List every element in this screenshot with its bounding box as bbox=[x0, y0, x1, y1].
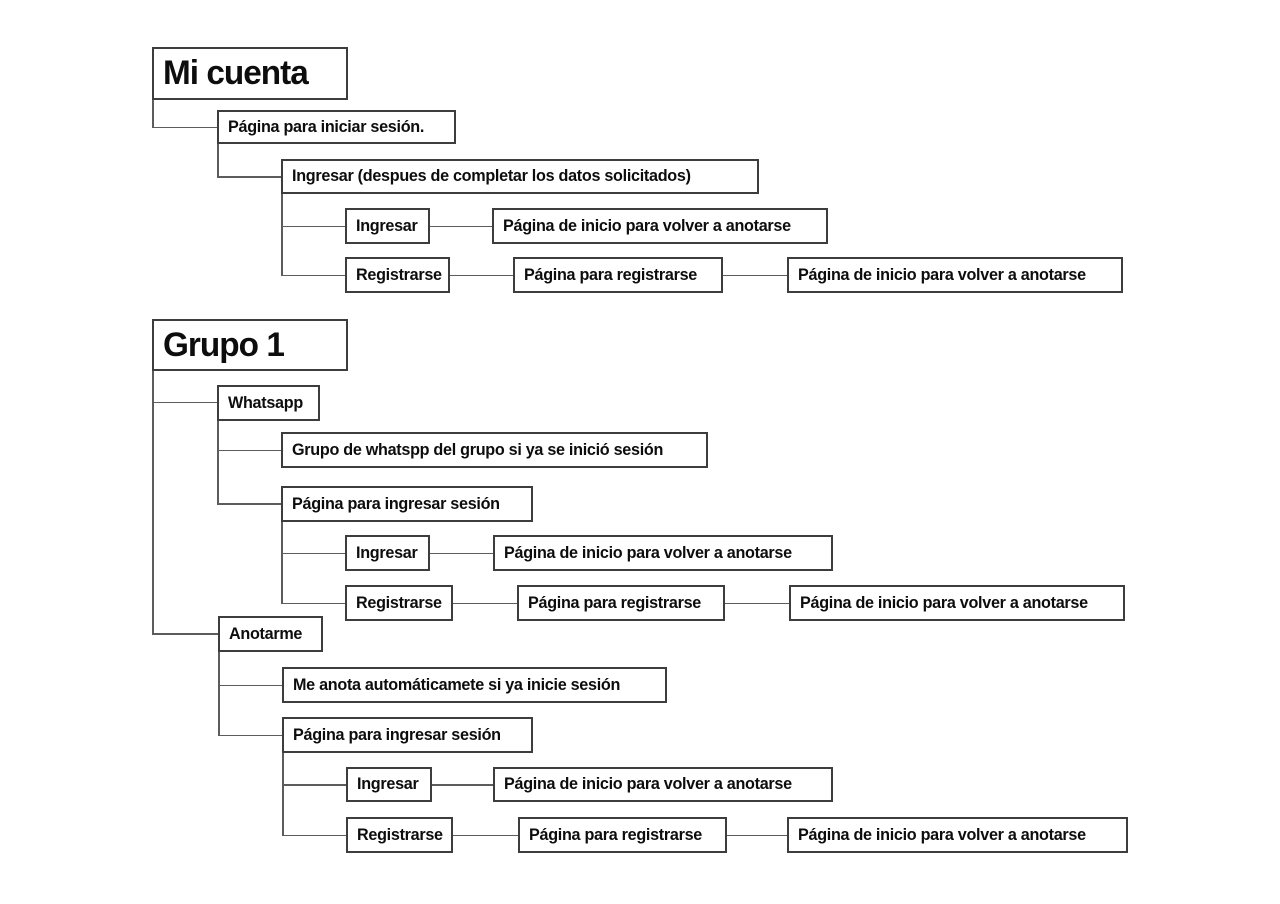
connector-line bbox=[723, 274, 787, 276]
connector-line bbox=[727, 834, 787, 836]
node-label: Mi cuenta bbox=[163, 54, 309, 92]
node-a-pagina-inicio-2[interactable]: Página de inicio para volver a anotarse bbox=[787, 817, 1128, 853]
node-label: Página de inicio para volver a anotarse bbox=[503, 216, 791, 235]
node-label: Página de inicio para volver a anotarse bbox=[504, 775, 792, 793]
connector-line bbox=[152, 371, 154, 634]
node-registrarse-1[interactable]: Registrarse bbox=[345, 257, 450, 293]
node-a-pagina-inicio-1[interactable]: Página de inicio para volver a anotarse bbox=[493, 767, 833, 802]
connector-line bbox=[152, 401, 217, 403]
node-a-pagina-registrarse[interactable]: Página para registrarse bbox=[518, 817, 727, 853]
node-w-pagina-registrarse[interactable]: Página para registrarse bbox=[517, 585, 725, 621]
node-label: Página para iniciar sesión. bbox=[228, 117, 425, 136]
connector-line bbox=[152, 100, 154, 127]
node-label: Grupo 1 bbox=[163, 325, 285, 364]
node-a-registrarse[interactable]: Registrarse bbox=[346, 817, 453, 853]
node-label: Página para registrarse bbox=[529, 825, 703, 844]
node-label: Página de inicio para volver a anotarse bbox=[798, 825, 1086, 844]
connector-line bbox=[281, 225, 345, 227]
node-w-pagina-inicio-1[interactable]: Página de inicio para volver a anotarse bbox=[493, 535, 833, 571]
connector-line bbox=[217, 144, 219, 177]
node-a-ingresar[interactable]: Ingresar bbox=[346, 767, 432, 802]
node-w-ingresar[interactable]: Ingresar bbox=[345, 535, 430, 571]
node-me-anota[interactable]: Me anota automáticamete si ya inicie ses… bbox=[282, 667, 667, 703]
node-label: Página de inicio para volver a anotarse bbox=[504, 543, 792, 562]
node-pagina-ingresar-sesion-2[interactable]: Página para ingresar sesión bbox=[282, 717, 533, 753]
connector-line bbox=[217, 176, 281, 178]
node-label: Anotarme bbox=[229, 624, 303, 643]
connector-line bbox=[281, 552, 345, 554]
node-pagina-iniciar-sesion[interactable]: Página para iniciar sesión. bbox=[217, 110, 456, 144]
node-w-registrarse[interactable]: Registrarse bbox=[345, 585, 453, 621]
node-pagina-registrarse-1[interactable]: Página para registrarse bbox=[513, 257, 723, 293]
connector-line bbox=[218, 684, 282, 686]
node-label: Registrarse bbox=[356, 593, 442, 612]
node-label: Página para registrarse bbox=[524, 265, 698, 284]
node-label: Registrarse bbox=[357, 825, 443, 844]
connector-line bbox=[453, 834, 518, 836]
node-label: Página para registrarse bbox=[528, 593, 702, 612]
node-label: Ingresar bbox=[356, 216, 418, 235]
connector-line bbox=[430, 552, 493, 554]
connector-line bbox=[152, 126, 217, 128]
connector-line bbox=[430, 225, 492, 227]
node-pagina-inicio-volver-1[interactable]: Página de inicio para volver a anotarse bbox=[492, 208, 828, 244]
connector-line bbox=[281, 602, 345, 604]
connector-line bbox=[453, 602, 517, 604]
node-label: Me anota automáticamete si ya inicie ses… bbox=[293, 675, 621, 694]
node-ingresar-1[interactable]: Ingresar bbox=[345, 208, 430, 244]
node-label: Página de inicio para volver a anotarse bbox=[800, 593, 1088, 612]
node-label: Whatsapp bbox=[228, 393, 303, 412]
connector-line bbox=[218, 734, 282, 736]
node-w-pagina-inicio-2[interactable]: Página de inicio para volver a anotarse bbox=[789, 585, 1125, 621]
node-label: Ingresar bbox=[356, 543, 418, 562]
node-ingresar-despues[interactable]: Ingresar (despues de completar los datos… bbox=[281, 159, 759, 194]
connector-line bbox=[217, 503, 281, 505]
connector-line bbox=[281, 274, 345, 276]
node-grupo-1[interactable]: Grupo 1 bbox=[152, 319, 348, 371]
node-label: Ingresar bbox=[357, 775, 419, 793]
connector-line bbox=[432, 784, 493, 786]
connector-line bbox=[450, 274, 513, 276]
node-label: Página para ingresar sesión bbox=[293, 725, 501, 744]
connector-line bbox=[281, 194, 283, 276]
connector-line bbox=[217, 421, 219, 504]
connector-line bbox=[217, 449, 281, 451]
node-grupo-whatsapp[interactable]: Grupo de whatspp del grupo si ya se inic… bbox=[281, 432, 708, 468]
connector-line bbox=[282, 834, 346, 836]
node-label: Página para ingresar sesión bbox=[292, 494, 500, 513]
connector-line bbox=[218, 652, 220, 735]
node-label: Grupo de whatspp del grupo si ya se inic… bbox=[292, 440, 664, 459]
connector-line bbox=[282, 784, 346, 786]
connector-line bbox=[152, 633, 218, 635]
node-pagina-ingresar-sesion-1[interactable]: Página para ingresar sesión bbox=[281, 486, 533, 522]
node-label: Registrarse bbox=[356, 265, 442, 284]
node-pagina-inicio-volver-2[interactable]: Página de inicio para volver a anotarse bbox=[787, 257, 1123, 293]
connector-line bbox=[281, 522, 283, 603]
node-anotarme[interactable]: Anotarme bbox=[218, 616, 323, 652]
node-whatsapp[interactable]: Whatsapp bbox=[217, 385, 320, 421]
connector-line bbox=[725, 602, 789, 604]
node-mi-cuenta[interactable]: Mi cuenta bbox=[152, 47, 348, 100]
node-label: Ingresar (despues de completar los datos… bbox=[292, 167, 691, 185]
connector-line bbox=[282, 753, 284, 835]
node-label: Página de inicio para volver a anotarse bbox=[798, 265, 1086, 284]
